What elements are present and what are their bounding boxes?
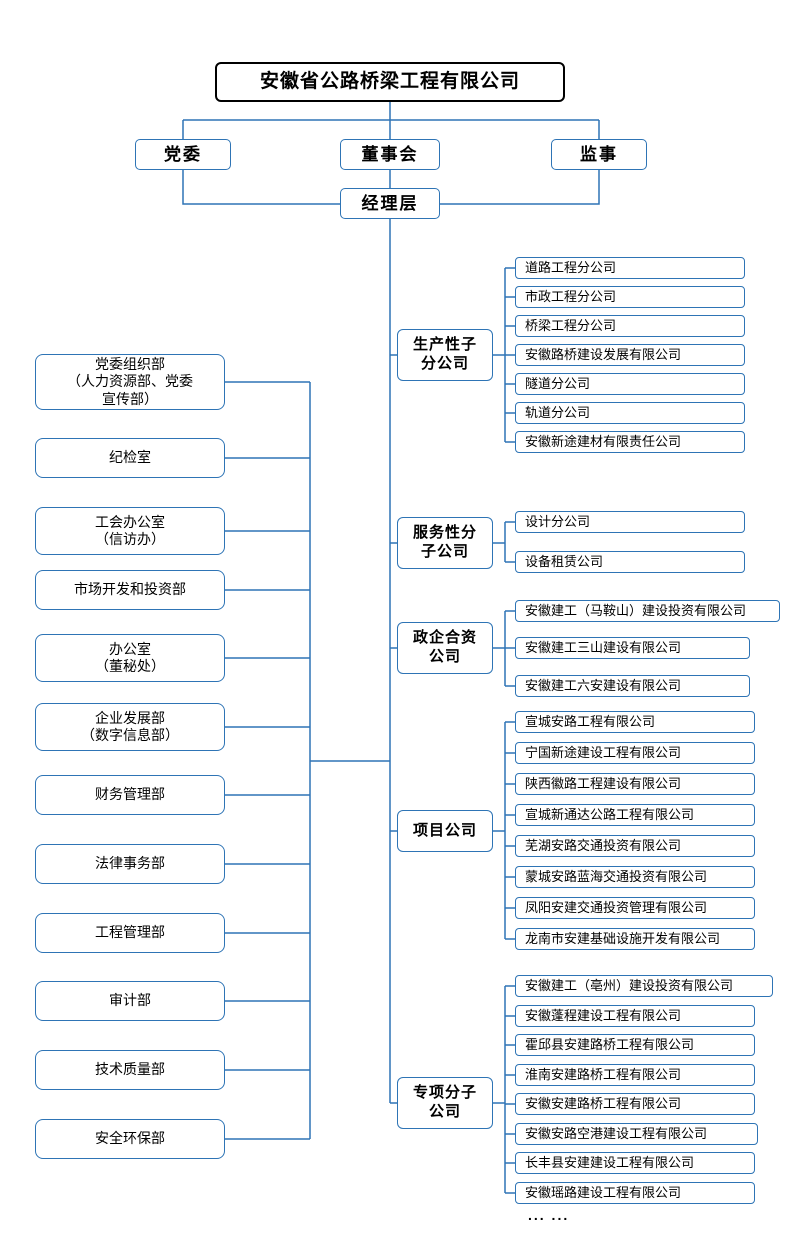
subsidiary-box: 市政工程分公司 — [515, 286, 745, 308]
subsidiary-box: 长丰县安建建设工程有限公司 — [515, 1152, 755, 1174]
subsidiary-box: 龙南市安建基础设施开发有限公司 — [515, 928, 755, 950]
subsidiary-box: 桥梁工程分公司 — [515, 315, 745, 337]
supervisors-box: 监事 — [551, 139, 647, 170]
subsidiary-box: 安徽建工三山建设有限公司 — [515, 637, 750, 659]
department-box: 企业发展部 （数字信息部） — [35, 703, 225, 751]
subsidiary-box: 淮南安建路桥工程有限公司 — [515, 1064, 755, 1086]
subsidiary-box: 轨道分公司 — [515, 402, 745, 424]
subsidiary-box: 宣城新通达公路工程有限公司 — [515, 804, 755, 826]
subsidiary-box: 隧道分公司 — [515, 373, 745, 395]
subsidiary-box: 道路工程分公司 — [515, 257, 745, 279]
company-title: 安徽省公路桥梁工程有限公司 — [215, 62, 565, 102]
department-box: 纪检室 — [35, 438, 225, 478]
category-joint-ventures: 政企合资 公司 — [397, 622, 493, 674]
management-layer-box: 经理层 — [340, 188, 440, 219]
department-box: 法律事务部 — [35, 844, 225, 884]
department-box: 财务管理部 — [35, 775, 225, 815]
subsidiary-box: 安徽安路空港建设工程有限公司 — [515, 1123, 758, 1145]
department-box: 技术质量部 — [35, 1050, 225, 1090]
subsidiary-box: 安徽瑶路建设工程有限公司 — [515, 1182, 755, 1204]
subsidiary-box: 芜湖安路交通投资有限公司 — [515, 835, 755, 857]
department-box: 党委组织部 （人力资源部、党委 宣传部） — [35, 354, 225, 410]
department-box: 办公室 （董秘处） — [35, 634, 225, 682]
subsidiary-box: 安徽蓬程建设工程有限公司 — [515, 1005, 755, 1027]
subsidiary-box: 宣城安路工程有限公司 — [515, 711, 755, 733]
subsidiary-box: 陕西徽路工程建设有限公司 — [515, 773, 755, 795]
department-box: 工会办公室 （信访办） — [35, 507, 225, 555]
department-box: 审计部 — [35, 981, 225, 1021]
department-box: 安全环保部 — [35, 1119, 225, 1159]
subsidiary-box: 安徽建工六安建设有限公司 — [515, 675, 750, 697]
category-project-companies: 项目公司 — [397, 810, 493, 852]
subsidiary-box: 凤阳安建交通投资管理有限公司 — [515, 897, 755, 919]
subsidiary-box: 设计分公司 — [515, 511, 745, 533]
party-committee-box: 党委 — [135, 139, 231, 170]
category-special-subsidiaries: 专项分子 公司 — [397, 1077, 493, 1129]
subsidiary-box: 安徽新途建材有限责任公司 — [515, 431, 745, 453]
subsidiary-box: 宁国新途建设工程有限公司 — [515, 742, 755, 764]
subsidiary-box: 霍邱县安建路桥工程有限公司 — [515, 1034, 755, 1056]
board-of-directors-box: 董事会 — [340, 139, 440, 170]
subsidiary-box: 安徽路桥建设发展有限公司 — [515, 344, 745, 366]
subsidiary-box: 安徽建工（亳州）建设投资有限公司 — [515, 975, 773, 997]
category-service-subsidiaries: 服务性分 子公司 — [397, 517, 493, 569]
department-box: 工程管理部 — [35, 913, 225, 953]
subsidiary-box: 蒙城安路蓝海交通投资有限公司 — [515, 866, 755, 888]
department-box: 市场开发和投资部 — [35, 570, 225, 610]
category-production-subsidiaries: 生产性子 分公司 — [397, 329, 493, 381]
subsidiary-box: 设备租赁公司 — [515, 551, 745, 573]
more-indicator: ... ... — [528, 1207, 570, 1223]
subsidiary-box: 安徽安建路桥工程有限公司 — [515, 1093, 755, 1115]
subsidiary-box: 安徽建工（马鞍山）建设投资有限公司 — [515, 600, 780, 622]
